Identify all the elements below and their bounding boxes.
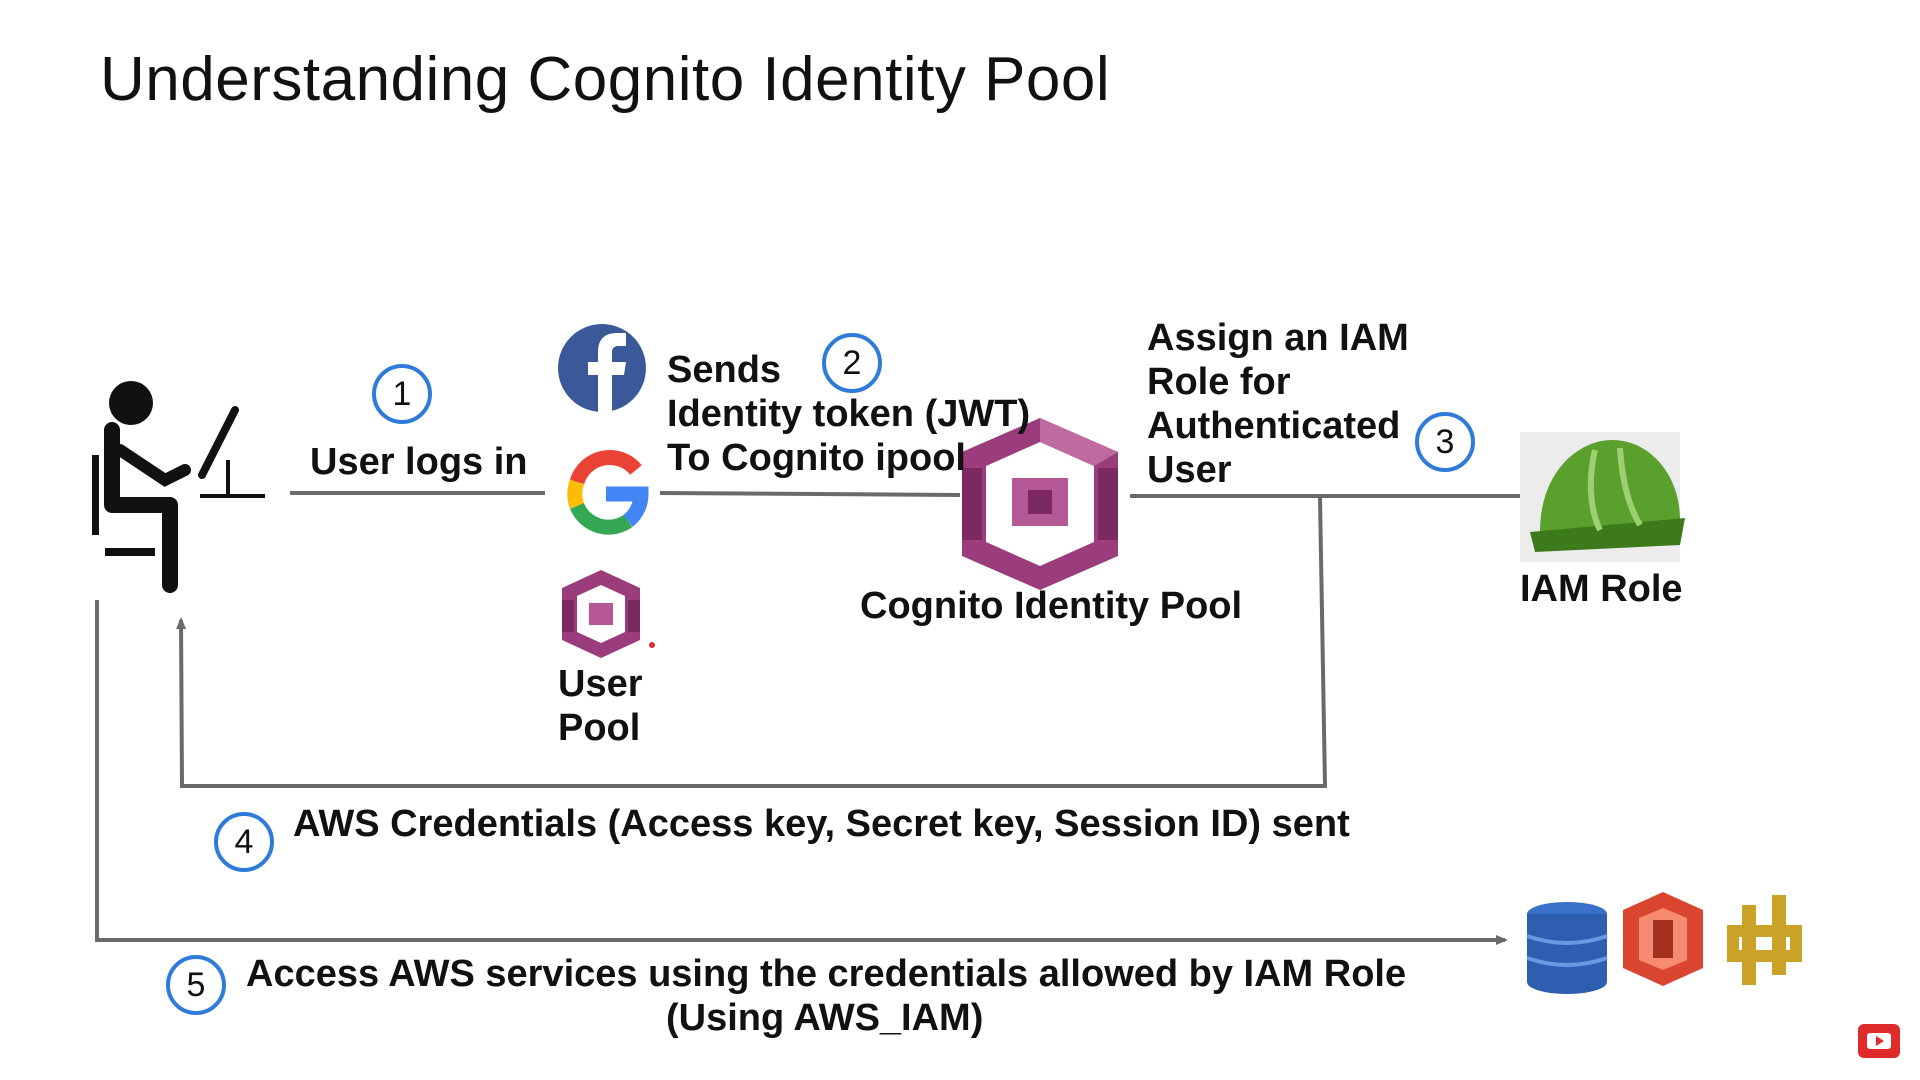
access-services-arrow xyxy=(95,600,1508,945)
cognito-identity-pool-label: Cognito Identity Pool xyxy=(860,585,1243,627)
youtube-icon[interactable] xyxy=(1858,1024,1900,1058)
sends-token-label-line1: Sends xyxy=(667,349,782,391)
youtube-play-icon xyxy=(1867,1033,1891,1049)
dynamodb-icon xyxy=(1526,902,1608,994)
connector-idp-to-cognito xyxy=(659,491,961,497)
step-5-badge: 5 xyxy=(166,955,226,1015)
assign-iam-label-line4: User xyxy=(1147,449,1232,491)
access-services-label-line1: Access AWS services using the credential… xyxy=(246,953,1407,995)
iam-role-helmet-icon xyxy=(1520,432,1685,562)
iam-role-label: IAM Role xyxy=(1520,568,1683,610)
step-1-badge: 1 xyxy=(372,364,432,424)
sends-token-label-line3: To Cognito ipool xyxy=(667,437,966,479)
step-2-badge: 2 xyxy=(822,333,882,393)
sends-token-label-line2: Identity token (JWT) xyxy=(667,393,1031,435)
step-4-badge: 4 xyxy=(214,812,274,872)
facebook-icon xyxy=(558,324,646,412)
cognito-identity-pool-icon xyxy=(962,418,1118,590)
credentials-sent-label: AWS Credentials (Access key, Secret key,… xyxy=(293,803,1350,845)
google-icon xyxy=(567,450,649,535)
user-logs-in-label: User logs in xyxy=(310,441,528,483)
assign-iam-label-line1: Assign an IAM xyxy=(1147,317,1409,359)
api-gateway-icon xyxy=(1727,895,1802,985)
step-3-badge: 3 xyxy=(1415,412,1475,472)
assign-iam-label-line2: Role for xyxy=(1147,361,1291,403)
user-pool-label-line1: User xyxy=(558,663,643,705)
credentials-return-arrow xyxy=(176,497,1328,788)
page-title: Understanding Cognito Identity Pool xyxy=(100,45,1111,114)
s3-icon xyxy=(1623,892,1703,986)
connectors xyxy=(95,491,1520,945)
user-pool-label-line2: Pool xyxy=(558,707,641,749)
access-services-label-line2: (Using AWS_IAM) xyxy=(666,997,984,1039)
assign-iam-label-line3: Authenticated xyxy=(1147,405,1401,447)
user-at-computer-icon xyxy=(92,381,265,593)
cognito-user-pool-icon xyxy=(562,570,655,658)
